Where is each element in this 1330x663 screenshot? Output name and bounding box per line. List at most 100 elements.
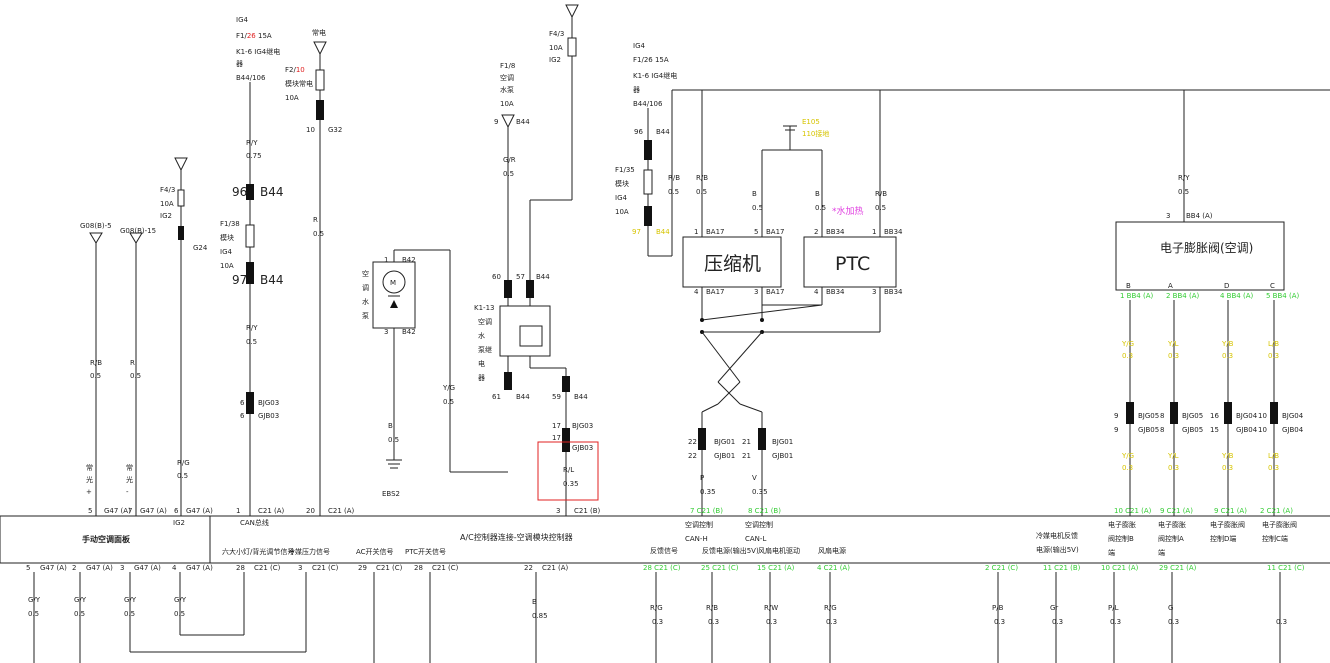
svg-text:0.3: 0.3: [1222, 352, 1233, 360]
svg-text:阀控制B: 阀控制B: [1108, 534, 1134, 543]
svg-text:3: 3: [872, 288, 876, 296]
svg-text:6: 6: [240, 412, 245, 420]
svg-text:0.3: 0.3: [1168, 464, 1179, 472]
svg-text:0.35: 0.35: [752, 488, 768, 496]
svg-text:F2/10: F2/10: [285, 66, 305, 74]
svg-text:0.5: 0.5: [74, 610, 85, 618]
svg-text:F1/26 15A: F1/26 15A: [633, 56, 669, 64]
svg-text:1: 1: [236, 507, 240, 515]
svg-text:R/B: R/B: [706, 604, 718, 612]
svg-text:BJG03: BJG03: [572, 422, 593, 430]
svg-text:C21 (C): C21 (C): [376, 564, 403, 572]
svg-text:C21 (B): C21 (B): [574, 507, 601, 515]
svg-text:D: D: [1224, 282, 1229, 290]
svg-text:模块: 模块: [615, 179, 629, 188]
left-ground-g08-5: G08(B)-5 R/B0.5: [80, 222, 112, 516]
svg-text:0.35: 0.35: [563, 480, 579, 488]
evalve-box: [1115, 221, 1285, 291]
svg-text:61: 61: [492, 393, 501, 401]
svg-text:0.3: 0.3: [1122, 464, 1133, 472]
svg-text:10: 10: [1258, 412, 1267, 420]
svg-text:六大小灯/背光调节信号: 六大小灯/背光调节信号: [222, 547, 294, 556]
svg-text:P/L: P/L: [1108, 604, 1119, 612]
svg-text:冷媒电机反馈: 冷媒电机反馈: [1036, 531, 1078, 540]
g08-15-label: G08(B)-15: [120, 227, 156, 235]
ptc-box: [803, 236, 897, 288]
svg-text:28 C21 (C): 28 C21 (C): [643, 564, 681, 572]
svg-text:IG4: IG4: [236, 16, 248, 24]
svg-text:1: 1: [384, 256, 388, 264]
evalve-label: 电子膨胀阀(空调): [1160, 241, 1253, 255]
svg-text:B42: B42: [402, 328, 416, 336]
svg-text:F1/8: F1/8: [500, 62, 515, 70]
svg-text:光: 光: [126, 475, 133, 484]
svg-text:0.3: 0.3: [1222, 464, 1233, 472]
svg-text:G/Y: G/Y: [124, 596, 137, 604]
svg-text:R/G: R/G: [177, 459, 190, 467]
svg-text:20: 20: [306, 507, 315, 515]
svg-text:BJG03: BJG03: [258, 399, 279, 407]
svg-text:GJB04: GJB04: [1282, 426, 1304, 434]
svg-text:BB34: BB34: [826, 228, 845, 236]
svg-text:0.5: 0.5: [503, 170, 514, 178]
svg-text:17: 17: [552, 422, 561, 430]
svg-text:BJG05: BJG05: [1138, 412, 1159, 420]
svg-text:2: 2: [72, 564, 76, 572]
svg-text:4: 4: [172, 564, 177, 572]
svg-text:BA17: BA17: [766, 288, 785, 296]
svg-text:0.5: 0.5: [388, 436, 399, 444]
svg-text:水: 水: [362, 297, 369, 306]
svg-text:0.3: 0.3: [1110, 618, 1121, 626]
svg-text:PTC开关信号: PTC开关信号: [405, 547, 446, 556]
svg-text:R: R: [130, 359, 135, 367]
svg-text:R/Y: R/Y: [246, 139, 258, 147]
svg-text:G24: G24: [193, 244, 208, 252]
svg-text:E105: E105: [802, 118, 820, 126]
svg-text:R/G: R/G: [824, 604, 837, 612]
svg-text:5: 5: [26, 564, 30, 572]
compressor-box: [682, 236, 782, 288]
svg-text:C: C: [1270, 282, 1275, 290]
svg-text:G32: G32: [328, 126, 342, 134]
svg-text:BB4 (A): BB4 (A): [1186, 212, 1213, 220]
svg-text:空调: 空调: [500, 73, 514, 82]
svg-text:C21 (C): C21 (C): [254, 564, 281, 572]
svg-text:电源(输出5V): 电源(输出5V): [1036, 545, 1079, 554]
svg-text:0.3: 0.3: [1276, 618, 1287, 626]
svg-text:G/Y: G/Y: [28, 596, 41, 604]
svg-text:9 C21 (A): 9 C21 (A): [1160, 507, 1193, 515]
svg-text:6: 6: [240, 399, 245, 407]
svg-text:4: 4: [694, 288, 699, 296]
svg-text:0.5: 0.5: [443, 398, 454, 406]
svg-text:B44: B44: [260, 273, 284, 287]
svg-text:G/R: G/R: [503, 156, 516, 164]
svg-text:B44: B44: [656, 228, 670, 236]
svg-text:11 C21 (B): 11 C21 (B): [1043, 564, 1081, 572]
svg-text:97: 97: [232, 273, 247, 287]
svg-text:9: 9: [494, 118, 498, 126]
svg-text:B: B: [1126, 282, 1131, 290]
svg-text:IG4: IG4: [615, 194, 627, 202]
svg-text:Y/G: Y/G: [442, 384, 455, 392]
svg-text:B: B: [752, 190, 757, 198]
svg-text:57: 57: [516, 273, 525, 281]
svg-text:3: 3: [384, 328, 388, 336]
svg-text:R/W: R/W: [764, 604, 778, 612]
svg-text:9: 9: [1114, 426, 1118, 434]
svg-text:器: 器: [633, 86, 640, 94]
svg-text:器: 器: [478, 374, 485, 382]
svg-text:BJG04: BJG04: [1236, 412, 1258, 420]
svg-text:C21 (C): C21 (C): [312, 564, 339, 572]
svg-text:BB34: BB34: [884, 288, 903, 296]
svg-text:GJB01: GJB01: [772, 452, 793, 460]
svg-text:R/B: R/B: [668, 174, 680, 182]
svg-text:BB34: BB34: [826, 288, 845, 296]
svg-text:K1-6 IG4继电: K1-6 IG4继电: [236, 47, 280, 56]
svg-text:阀控制A: 阀控制A: [1158, 534, 1184, 543]
svg-text:空调控制: 空调控制: [685, 520, 713, 529]
svg-text:29: 29: [358, 564, 367, 572]
svg-text:C21 (A): C21 (A): [258, 507, 285, 515]
svg-text:8: 8: [1160, 412, 1164, 420]
